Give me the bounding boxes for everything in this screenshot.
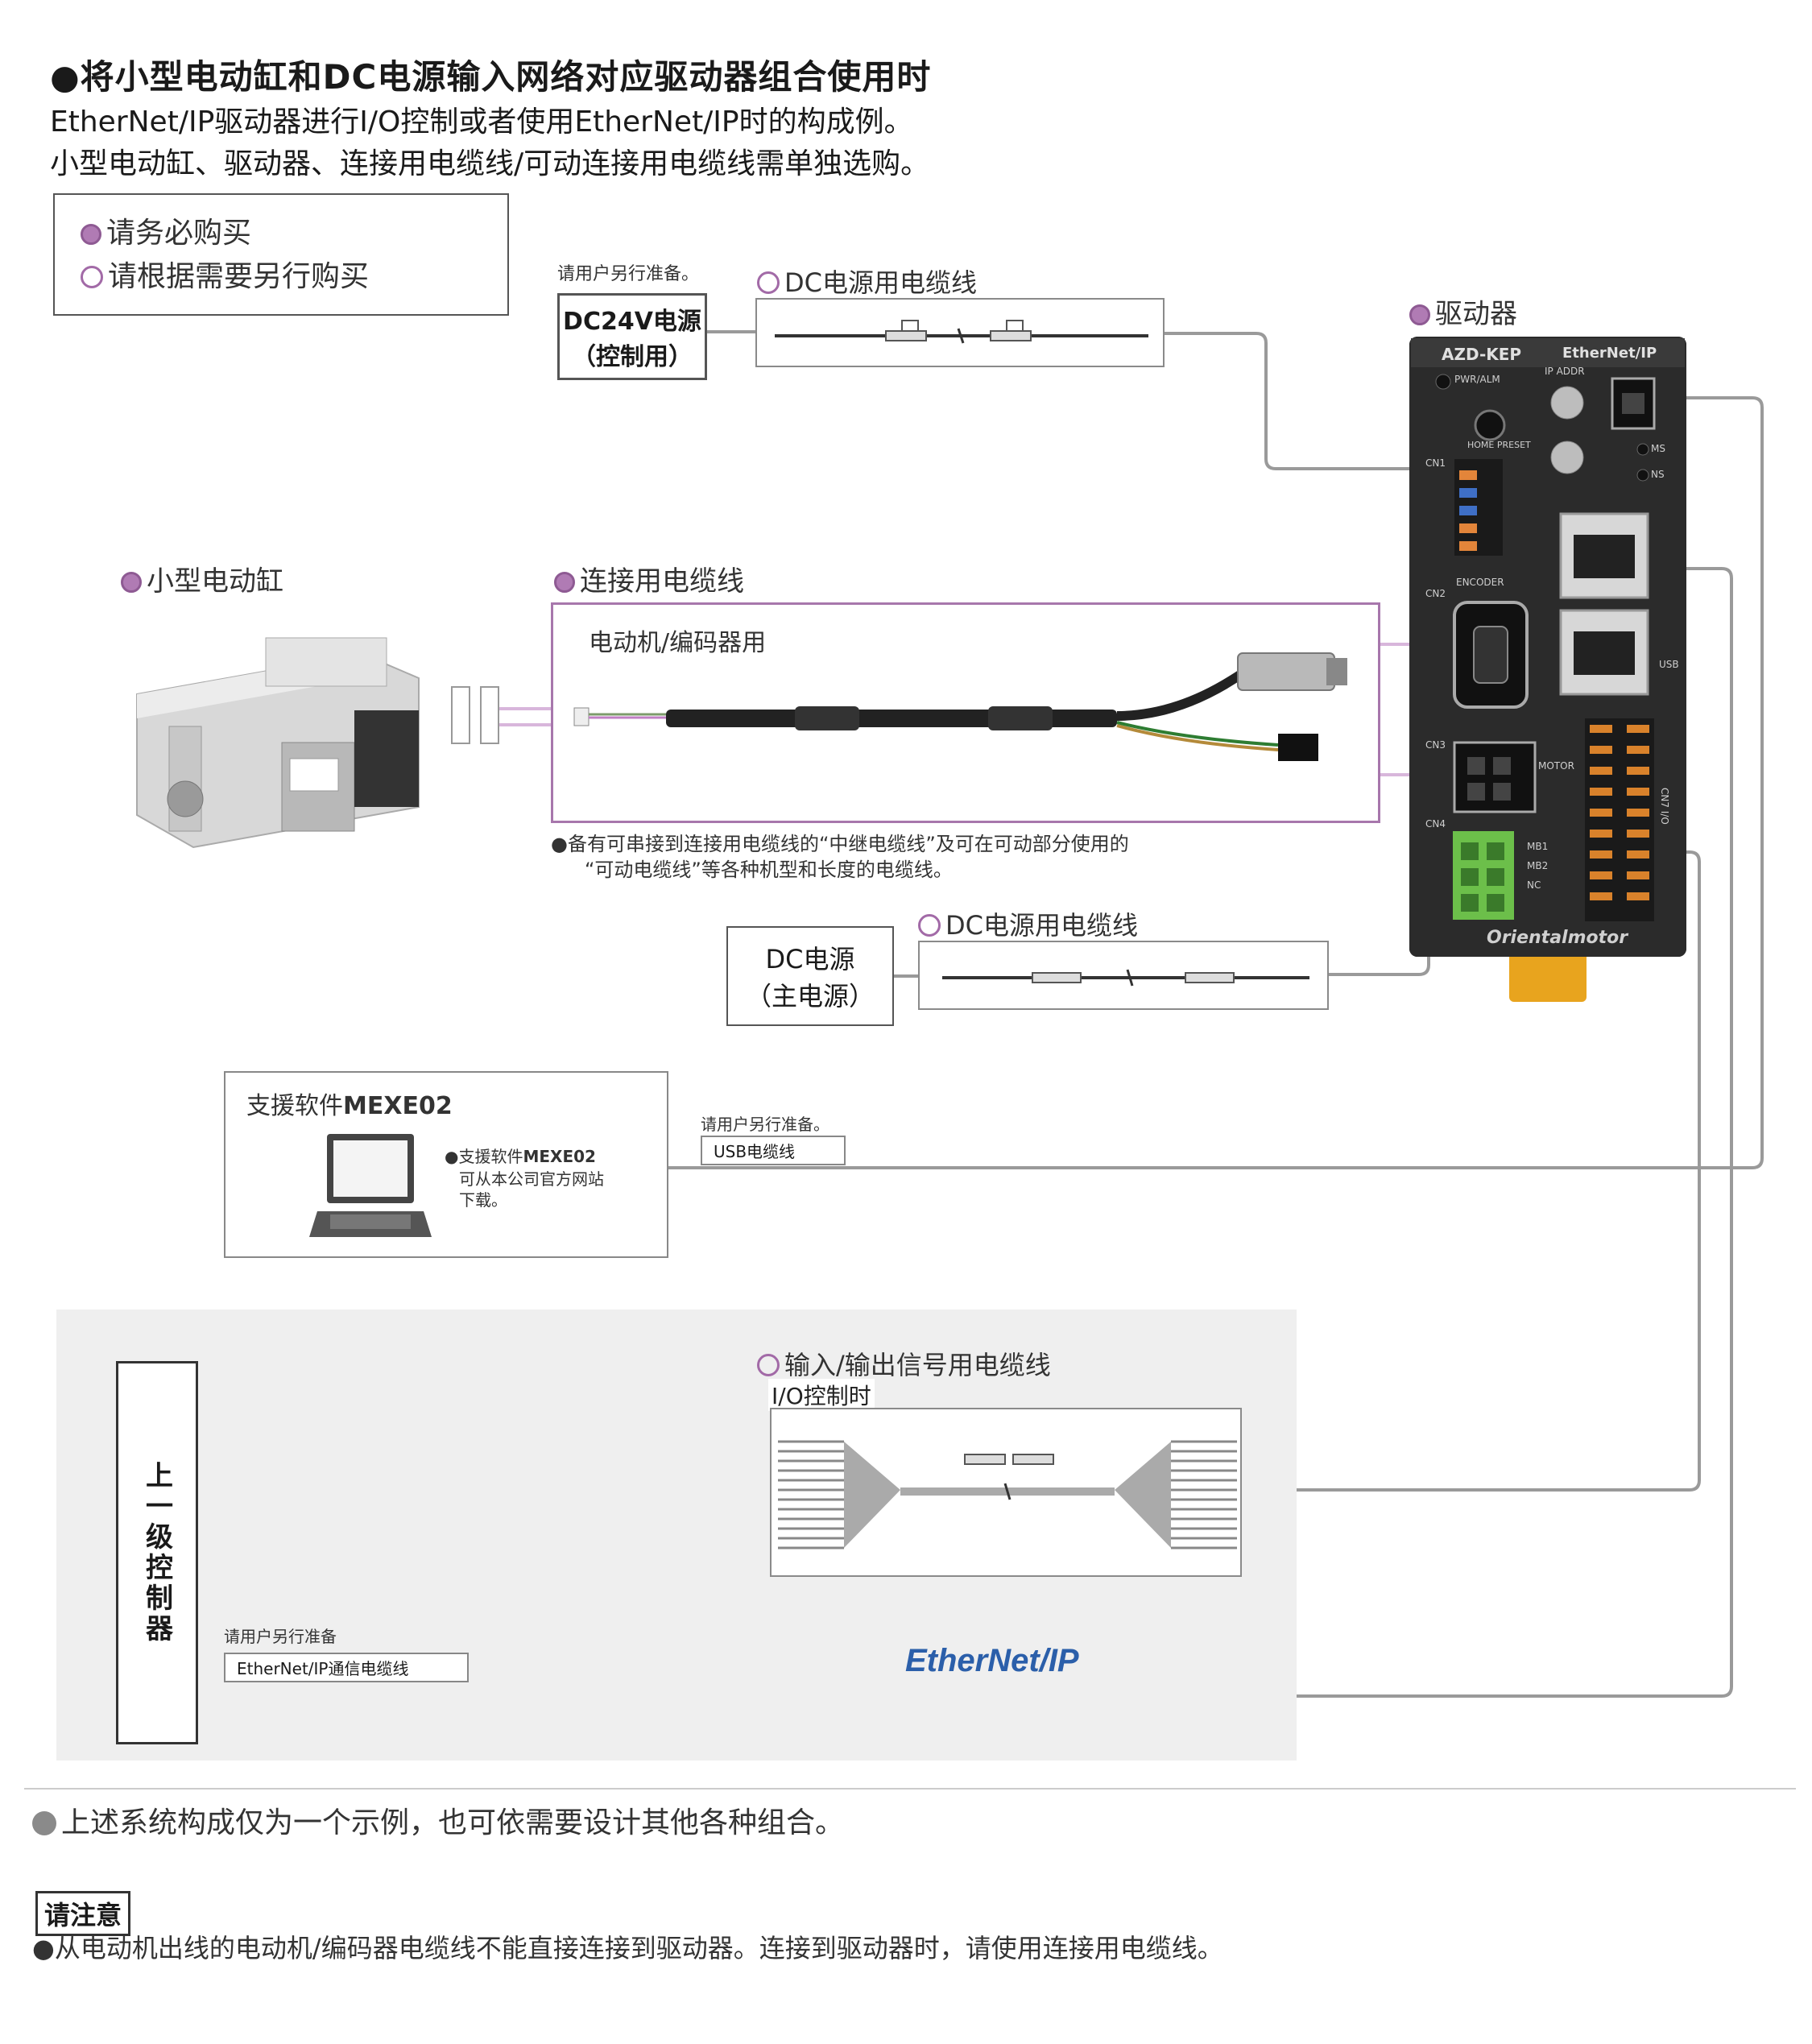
- software-title: 支援软件MEXE02: [246, 1086, 453, 1121]
- software-note-line3: 下载。: [459, 1190, 507, 1210]
- io-cable-box: [770, 1408, 1242, 1577]
- driver-illustration: [1409, 337, 1686, 957]
- connection-cable-note-1: ●备有可串接到连接用电缆线的“中继电缆线”及可在可动部分使用的: [551, 833, 1129, 855]
- upper-controller-label: 上一级控制器: [140, 1461, 173, 1645]
- laptop-icon: [309, 1134, 432, 1237]
- connection-cable-inner-label: 电动机/编码器用: [589, 629, 767, 657]
- io-connection-line: [1242, 850, 1701, 1492]
- dc-main-box-line2: （主电源）: [745, 981, 875, 1012]
- open-circle-icon: [757, 271, 780, 294]
- dc-main-cable-box: [918, 941, 1329, 1010]
- io-cable-label: 输入/输出信号用电缆线: [757, 1345, 1051, 1382]
- dc-main-cable-label: DC电源用电缆线: [918, 905, 1138, 942]
- cylinder-label-text: 小型电动缸: [147, 565, 283, 598]
- connection-cable-box: 电动机/编码器用: [551, 602, 1380, 823]
- legend-optional: 请根据需要另行购买: [81, 253, 369, 295]
- filled-circle-icon: [1409, 304, 1430, 325]
- dc24-cable-label-text: DC电源用电缆线: [784, 267, 977, 298]
- open-circle-icon: [757, 1354, 780, 1376]
- driver-model: AZD-KEP: [1442, 345, 1522, 364]
- software-note-line1: ●支援软件MEXE02: [445, 1144, 596, 1167]
- ethernet-ip-logo: EtherNet/IP: [905, 1643, 1079, 1678]
- connection-cable-label-text: 连接用电缆线: [580, 565, 744, 598]
- filled-circle-icon: [81, 224, 101, 245]
- ethernet-prep-note: 请用户另行准备: [224, 1627, 337, 1646]
- driver-cn3-label: CN3: [1425, 739, 1446, 751]
- cable-end-connector-1: [451, 686, 470, 744]
- upper-controller-box: [116, 1361, 198, 1744]
- dc-main-power-box: DC电源 （主电源）: [726, 926, 894, 1026]
- dc-main-box-line1: DC电源: [765, 944, 855, 974]
- gray-dot-icon: [32, 1811, 56, 1835]
- driver-encoder-label: ENCODER: [1456, 577, 1504, 588]
- driver-ms-label: MS: [1651, 443, 1665, 454]
- page-title: ●将小型电动缸和DC电源输入网络对应驱动器组合使用时: [50, 57, 932, 97]
- driver-din-clip: [1509, 957, 1587, 1002]
- driver-home-label: HOME PRESET: [1467, 440, 1531, 450]
- driver-label-text: 驱动器: [1435, 298, 1517, 330]
- motor-encoder-cable-illustration: [573, 652, 1347, 761]
- driver-protocol: EtherNet/IP: [1562, 345, 1657, 362]
- driver-io-label: CN7 I/O: [1659, 788, 1670, 825]
- driver-motor-label: MOTOR: [1538, 760, 1574, 772]
- legend-must-buy: 请务必购买: [81, 209, 251, 251]
- software-note-line2: 可从本公司官方网站: [459, 1169, 604, 1189]
- usb-cable-tag: USB电缆线: [701, 1136, 846, 1165]
- connection-cable-note-2: “可动电缆线”等各种机型和长度的电缆线。: [585, 859, 953, 881]
- dc24-cable-illustration: [775, 320, 1148, 344]
- software-note-prefix: ●支援软件: [445, 1147, 523, 1166]
- driver-cn2-label: CN2: [1425, 588, 1446, 599]
- io-cable-sublabel: I/O控制时: [768, 1379, 875, 1411]
- subtitle-line-1: EtherNet/IP驱动器进行I/O控制或者使用EtherNet/IP时的构成…: [50, 106, 913, 139]
- open-circle-icon: [81, 266, 103, 288]
- legend-must-buy-label: 请务必购买: [106, 217, 252, 250]
- dc24-power-box: DC24V电源 （控制用）: [557, 293, 707, 380]
- open-circle-icon: [918, 914, 941, 937]
- ethernet-connection-line: [198, 567, 1733, 1698]
- cylinder-label: 小型电动缸: [121, 559, 283, 598]
- dc24-box-line2: （控制用）: [572, 343, 693, 371]
- ethernet-cable-tag: EtherNet/IP通信电缆线: [224, 1653, 469, 1682]
- notice-text: ●从电动机出线的电动机/编码器电缆线不能直接连接到驱动器。连接到驱动器时，请使用…: [32, 1933, 1223, 1963]
- driver-label: 驱动器: [1409, 292, 1517, 331]
- legend-optional-label: 请根据需要另行购买: [108, 260, 370, 293]
- io-cable-label-text: 输入/输出信号用电缆线: [784, 1350, 1051, 1380]
- support-software-box: [224, 1071, 668, 1258]
- bottom-note: 上述系统构成仅为一个示例，也可依需要设计其他各种组合。: [32, 1799, 844, 1841]
- subtitle-line-2: 小型电动缸、驱动器、连接用电缆线/可动连接用电缆线需单独选购。: [50, 147, 930, 180]
- usb-prep-note: 请用户另行准备。: [701, 1115, 829, 1134]
- io-cable-illustration: [778, 1440, 1237, 1550]
- filled-circle-icon: [554, 572, 575, 593]
- dc-main-cable-illustration: [942, 969, 1309, 987]
- driver-unit: AZD-KEP EtherNet/IP PWR/ALM HOME PRESET …: [1409, 337, 1686, 957]
- dc24-connection-line: [1165, 332, 1425, 470]
- dc24-cable-box: [755, 298, 1165, 367]
- driver-nc-label: NC: [1527, 879, 1541, 891]
- driver-cn4-label: CN4: [1425, 818, 1446, 830]
- small-electric-cylinder: [136, 637, 420, 849]
- usb-connection-line: [668, 396, 1764, 1169]
- bottom-note-text: 上述系统构成仅为一个示例，也可依需要设计其他各种组合。: [61, 1806, 845, 1839]
- filled-circle-icon: [121, 572, 142, 593]
- cable-end-connector-2: [480, 686, 499, 744]
- dc-main-cable-label-text: DC电源用电缆线: [945, 910, 1138, 941]
- driver-mb1-label: MB1: [1527, 841, 1549, 852]
- software-note-bold: MEXE02: [523, 1147, 596, 1166]
- dc24-prep-note: 请用户另行准备。: [557, 264, 700, 284]
- dc24-cable-label: DC电源用电缆线: [757, 263, 977, 300]
- software-title-bold: MEXE02: [343, 1092, 453, 1120]
- driver-ipaddr-label: IP ADDR: [1545, 366, 1585, 377]
- software-title-prefix: 支援软件: [246, 1092, 343, 1120]
- driver-pwr-label: PWR/ALM: [1454, 374, 1500, 385]
- notice-label: 请注意: [35, 1891, 131, 1936]
- driver-usb-label: USB: [1659, 659, 1679, 670]
- driver-cn1-label: CN1: [1425, 457, 1446, 469]
- driver-mb2-label: MB2: [1527, 860, 1549, 871]
- legend-box: [53, 193, 509, 316]
- dc24-box-line1: DC24V电源: [563, 308, 701, 336]
- section-divider: [24, 1788, 1796, 1790]
- driver-brand: Orientalmotor: [1487, 928, 1628, 948]
- driver-ns-label: NS: [1651, 469, 1665, 480]
- connection-cable-label: 连接用电缆线: [554, 559, 744, 598]
